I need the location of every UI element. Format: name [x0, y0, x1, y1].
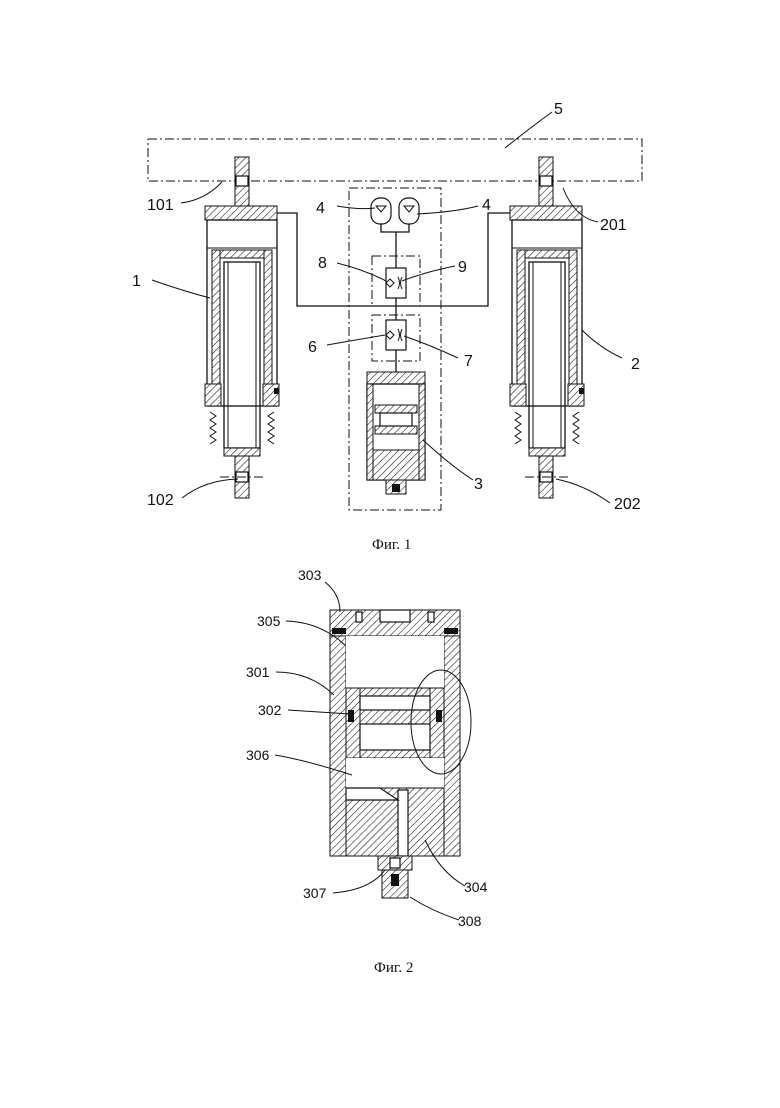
- strut-1: [205, 157, 279, 498]
- label-4-right: 4: [482, 197, 491, 214]
- strut-2: [510, 157, 584, 498]
- label-1: 1: [132, 273, 141, 290]
- label-306: 306: [246, 747, 270, 763]
- label-3: 3: [474, 476, 483, 493]
- label-301: 301: [246, 664, 270, 680]
- label-303: 303: [298, 567, 322, 583]
- label-101: 101: [147, 197, 174, 214]
- label-8: 8: [318, 255, 327, 272]
- label-102: 102: [147, 492, 174, 509]
- label-302: 302: [258, 702, 282, 718]
- damper-unit-3: [367, 372, 425, 494]
- caption-fig-1: Фиг. 1: [372, 537, 411, 553]
- label-308: 308: [458, 913, 482, 929]
- figure-2: 303 305 301 302 306 307 304 308 Фиг. 2: [246, 567, 488, 976]
- label-305: 305: [257, 613, 281, 629]
- label-4-left: 4: [316, 200, 325, 217]
- frame-5: [148, 139, 642, 181]
- caption-fig-2: Фиг. 2: [374, 960, 413, 976]
- accumulators-4: [371, 198, 419, 232]
- label-202: 202: [614, 496, 641, 513]
- label-5: 5: [554, 101, 563, 118]
- label-2: 2: [631, 356, 640, 373]
- figure-1: 5 101 201 4 4 8 9 1 2 6 7 3 102 202 Фиг.…: [132, 101, 642, 553]
- label-304: 304: [464, 879, 488, 895]
- label-307: 307: [303, 885, 327, 901]
- label-7: 7: [464, 353, 473, 370]
- label-9: 9: [458, 259, 467, 276]
- label-201: 201: [600, 217, 627, 234]
- label-6: 6: [308, 339, 317, 356]
